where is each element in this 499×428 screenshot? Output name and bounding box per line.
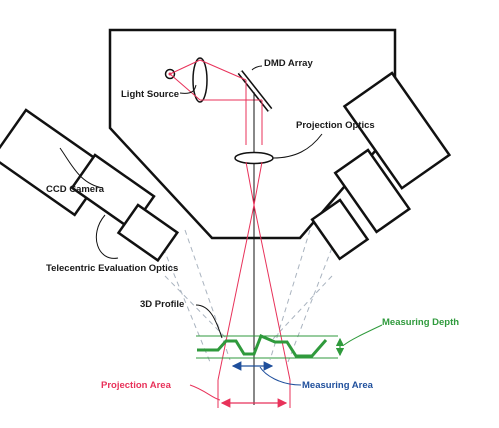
label-measuring-depth: Measuring Depth: [382, 317, 459, 328]
label-telecentric-optics: Telecentric Evaluation Optics: [46, 263, 178, 274]
projection-lens-icon: [234, 151, 274, 165]
camera-view-lines: [159, 229, 336, 363]
label-light-source: Light Source: [121, 89, 179, 100]
label-dmd-array: DMD Array: [264, 58, 313, 69]
projection-rays: [217, 161, 291, 408]
label-projection-area: Projection Area: [101, 380, 172, 391]
label-3d-profile: 3D Profile: [140, 299, 184, 310]
condenser-lens-icon: [192, 57, 208, 103]
label-ccd-camera: CCD Camera: [46, 184, 105, 195]
leader-lines: [59, 65, 383, 401]
label-projection-optics: Projection Optics: [296, 120, 375, 131]
3d-profile-curve: [197, 334, 328, 358]
right-ccd-camera: [310, 71, 452, 261]
label-measuring-area: Measuring Area: [302, 380, 374, 391]
projector-housing: [108, 28, 397, 240]
measuring-depth-lines: [196, 335, 338, 359]
illumination-rays: [169, 59, 263, 145]
left-ccd-camera: [0, 108, 180, 263]
